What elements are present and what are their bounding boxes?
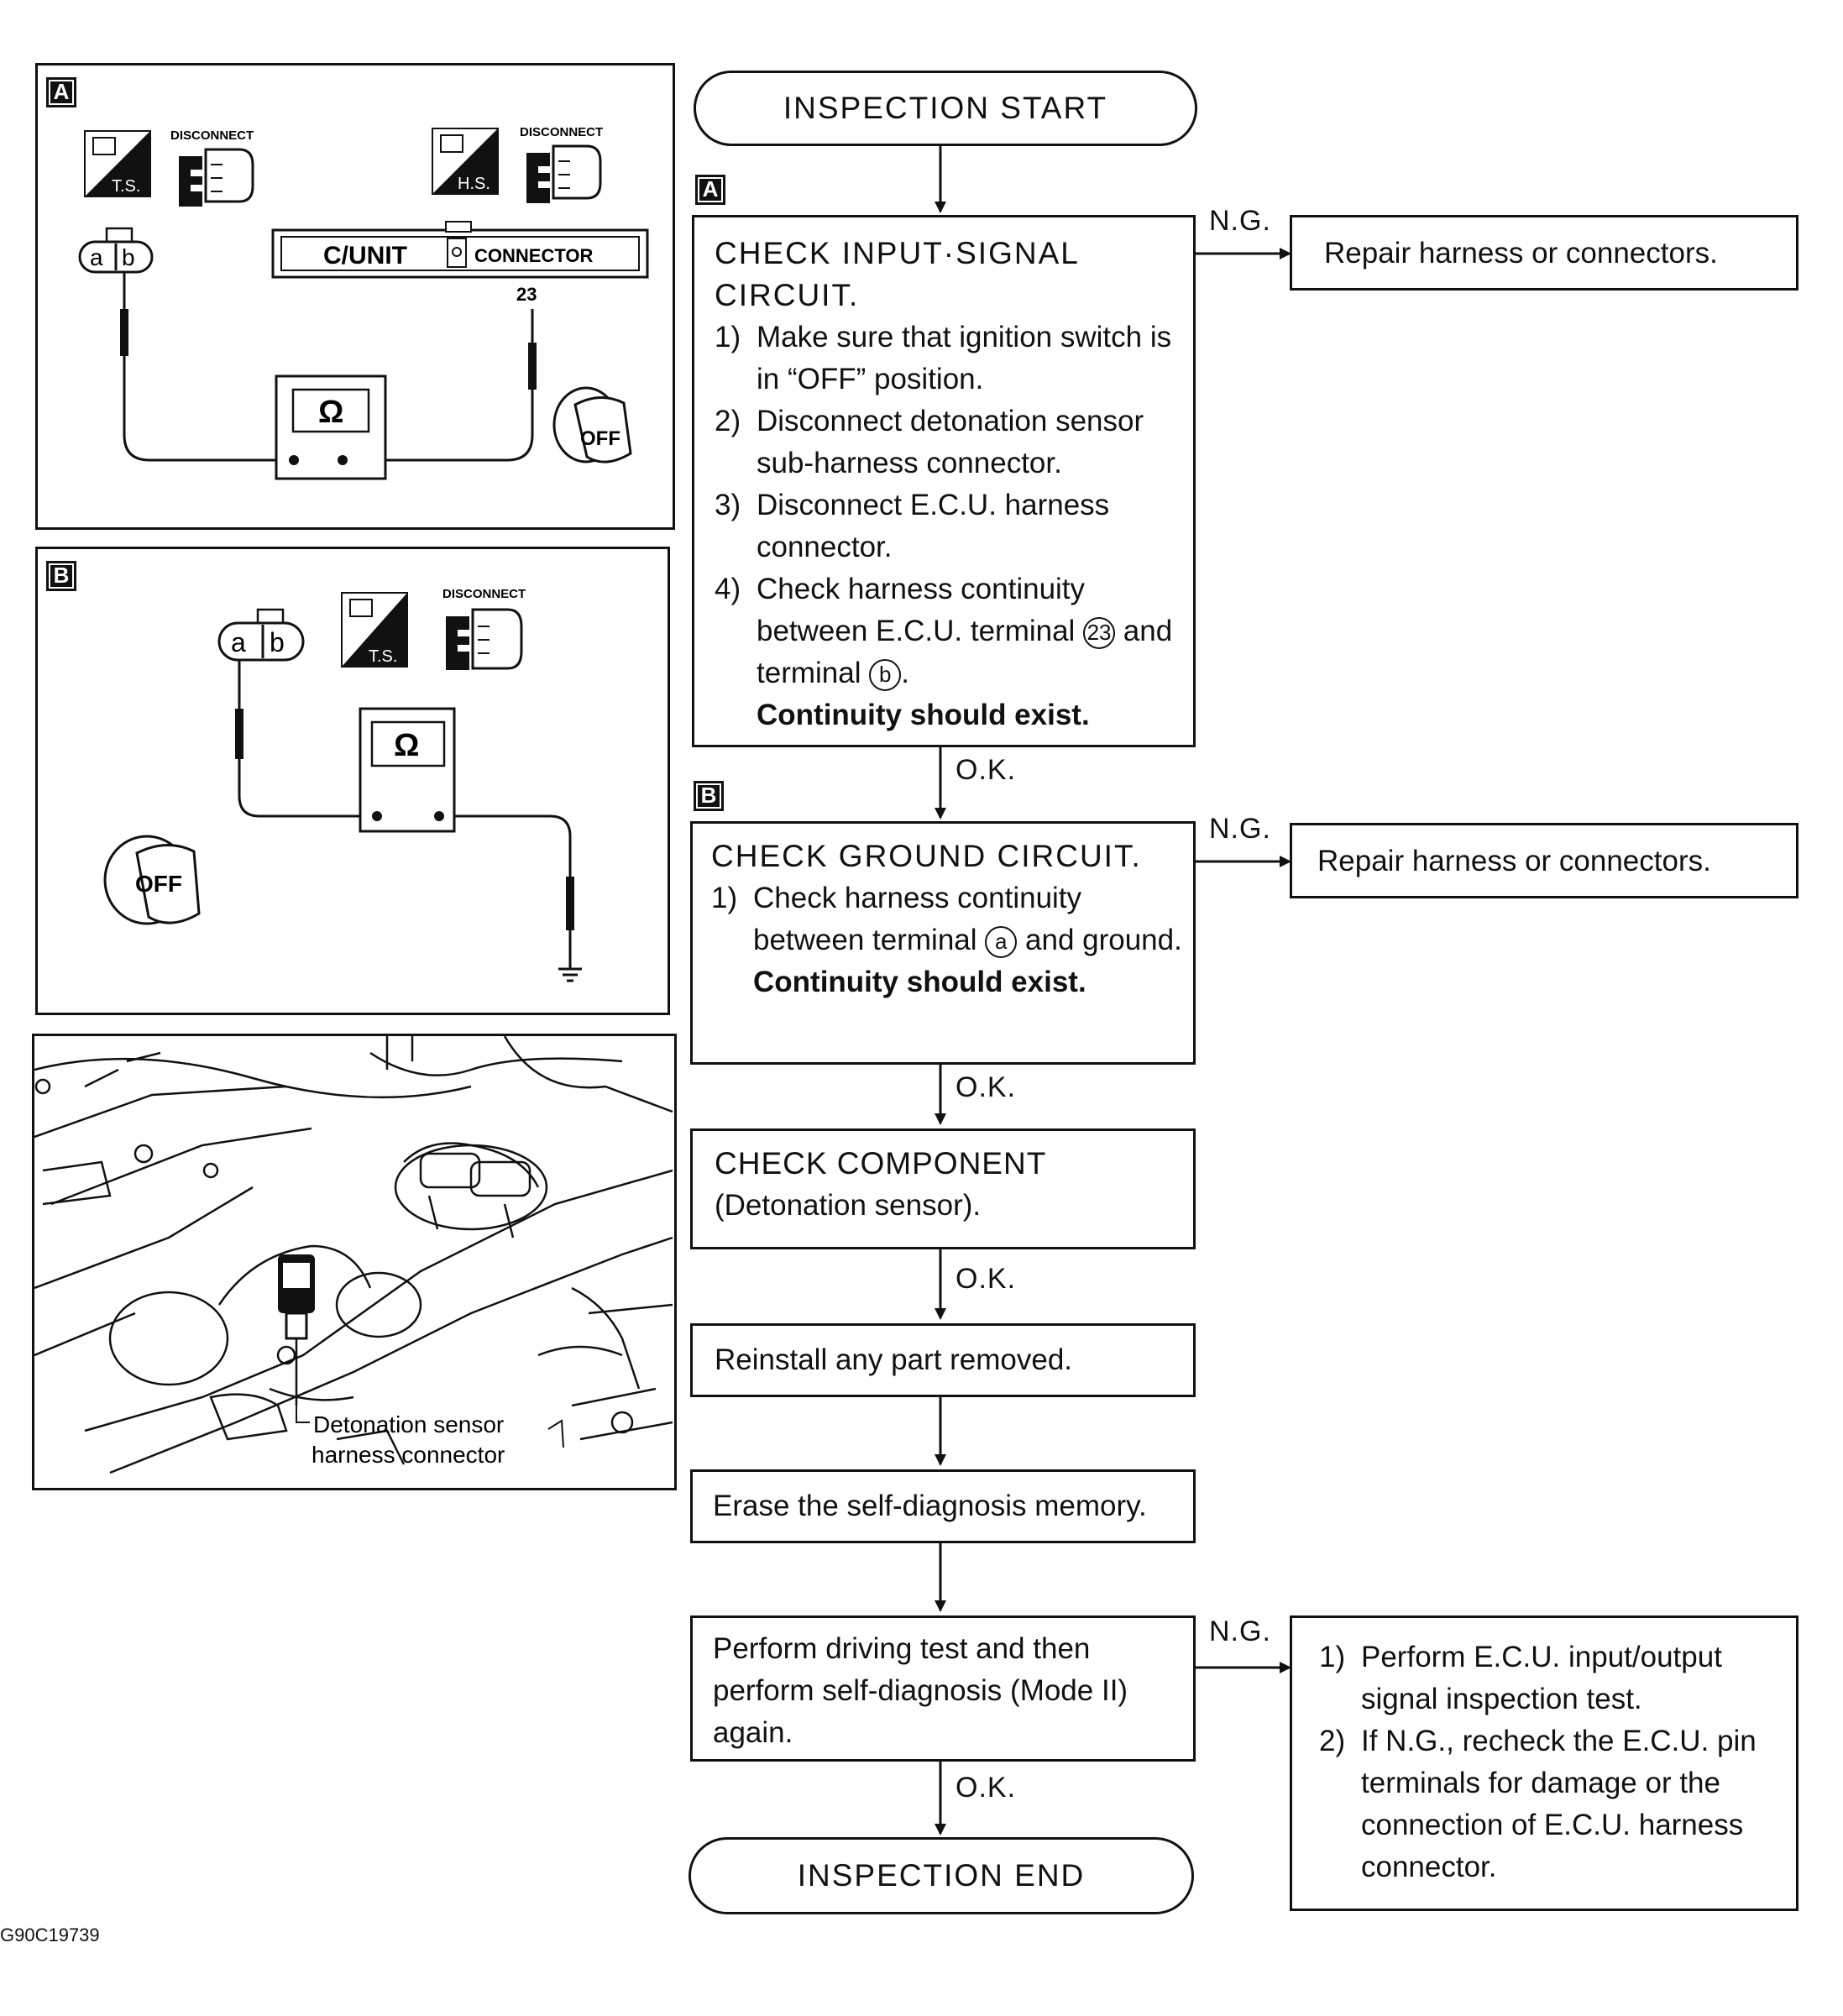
panel-b-diagram: B T.S. DISCONNECT a b — [35, 547, 670, 1015]
step2-title: CHECK GROUND CIRCUIT. — [711, 839, 1142, 873]
disconnect-icon-2 — [526, 144, 602, 203]
step2-ng-action: Repair harness or connectors. — [1290, 823, 1798, 898]
step1-ok-label: O.K. — [956, 754, 1017, 786]
step1-item-3: 3)Disconnect E.C.U. harness connector. — [715, 489, 1110, 563]
svg-text:OFF: OFF — [580, 427, 620, 450]
callout-line-1: Detonation sensor — [313, 1411, 504, 1437]
ts-icon: T.S. — [84, 130, 151, 197]
step1-ng-action: Repair harness or connectors. — [1290, 215, 1798, 291]
step2-note: Continuity should exist. — [753, 966, 1086, 998]
disconnect-label-1: DISCONNECT — [170, 128, 254, 143]
step6-ng-item-2: 2)If N.G., recheck the E.C.U. pin termin… — [1319, 1725, 1757, 1883]
terminal-a-badge: a — [985, 925, 1018, 958]
step1-item-4: 4)Check harness continuity between E.C.U… — [715, 573, 1173, 691]
disconnect-icon-b — [446, 608, 523, 670]
step1-item-2: 2)Disconnect detonation sensor sub-harne… — [715, 405, 1144, 479]
step-check-component: CHECK COMPONENT (Detonation sensor). — [690, 1128, 1196, 1249]
disconnect-label-b: DISCONNECT — [442, 587, 526, 601]
step6-ng-action: 1)Perform E.C.U. input/output signal ins… — [1290, 1615, 1798, 1911]
svg-text:T.S.: T.S. — [369, 647, 397, 666]
ground-symbol — [558, 967, 582, 982]
connector-label: CONNECTOR — [474, 245, 593, 266]
svg-text:a: a — [90, 244, 103, 270]
ab-connector-a: a b — [78, 227, 154, 274]
disconnect-icon-1 — [179, 148, 254, 207]
step3-line1: CHECK COMPONENT — [715, 1146, 1047, 1181]
disconnect-label-2: DISCONNECT — [520, 125, 603, 139]
ohmmeter-b: Ω — [359, 707, 456, 833]
step1-note: Continuity should exist. — [757, 699, 1090, 731]
step1-item-1: 1)Make sure that ignition switch is in “… — [715, 321, 1172, 395]
terminal-b-badge: b — [869, 658, 902, 691]
svg-text:b: b — [270, 627, 285, 657]
svg-text:Ω: Ω — [394, 728, 419, 763]
flow-marker-b: B — [694, 781, 724, 811]
step6-ng-label: N.G. — [1209, 1615, 1271, 1647]
step2-ng-label: N.G. — [1209, 813, 1271, 845]
panel-a-badge: A — [46, 77, 76, 107]
terminal-23-badge: 23 — [1083, 616, 1116, 649]
panel-b-svg: T.S. DISCONNECT a b Ω — [103, 587, 582, 982]
step6-ok-label: O.K. — [956, 1772, 1017, 1804]
detonation-sensor-connector — [278, 1254, 315, 1406]
cunit-connector: C/UNIT CONNECTOR — [271, 221, 649, 279]
flow-marker-a: A — [695, 175, 725, 205]
step6-ng-item-1: 1)Perform E.C.U. input/output signal ins… — [1319, 1641, 1722, 1715]
ohmmeter-a: Ω — [275, 374, 387, 480]
svg-text:b: b — [122, 244, 135, 270]
step2-item-1: 1)Check harness continuity between termi… — [711, 882, 1182, 958]
hs-text: H.S. — [458, 175, 490, 193]
step-driving-test: Perform driving test and then perform se… — [690, 1615, 1196, 1762]
svg-text:OFF: OFF — [135, 871, 182, 897]
step-reinstall: Reinstall any part removed. — [690, 1323, 1196, 1397]
panel-a-svg: T.S. DISCONNECT H.S. DISCONNECT — [78, 125, 649, 480]
step-erase-memory: Erase the self-diagnosis memory. — [690, 1469, 1196, 1543]
step3-ok-label: O.K. — [956, 1263, 1017, 1295]
step2-ok-label: O.K. — [956, 1071, 1017, 1103]
step-check-ground-circuit: CHECK GROUND CIRCUIT. 1)Check harness co… — [690, 821, 1196, 1065]
step1-title-line1: CHECK INPUT·SIGNAL — [715, 236, 1080, 270]
step3-line2: (Detonation sensor). — [715, 1189, 982, 1222]
pin-23-label: 23 — [516, 284, 537, 305]
ts-text: T.S. — [112, 177, 140, 196]
step1-ng-label: N.G. — [1209, 205, 1271, 237]
svg-text:a: a — [231, 627, 246, 657]
panel-c-engine-illustration: Detonation sensor harness connector — [32, 1034, 677, 1490]
cunit-label: C/UNIT — [323, 242, 407, 270]
step-check-input-signal: CHECK INPUT·SIGNAL CIRCUIT. 1)Make sure … — [692, 215, 1196, 747]
ignition-off-icon: OFF — [552, 386, 632, 463]
inspection-start: INSPECTION START — [694, 71, 1197, 146]
ab-connector-b: a b — [217, 608, 305, 662]
ignition-off-icon-b: OFF — [103, 835, 201, 925]
step1-title-line2: CIRCUIT. — [715, 278, 860, 312]
inspection-end: INSPECTION END — [689, 1837, 1194, 1914]
svg-text:Ω: Ω — [318, 395, 343, 430]
hs-icon: H.S. — [432, 128, 499, 195]
engine-bay-svg: Detonation sensor harness connector — [34, 1036, 673, 1474]
callout-line-2: harness connector — [312, 1442, 505, 1468]
panel-a-diagram: A T.S. DISCONNECT H.S. DISCONNECT — [35, 63, 675, 530]
panel-b-badge: B — [46, 561, 76, 591]
ts-icon-b: T.S. — [341, 592, 408, 668]
figure-id: G90C19739 — [0, 1924, 100, 1945]
